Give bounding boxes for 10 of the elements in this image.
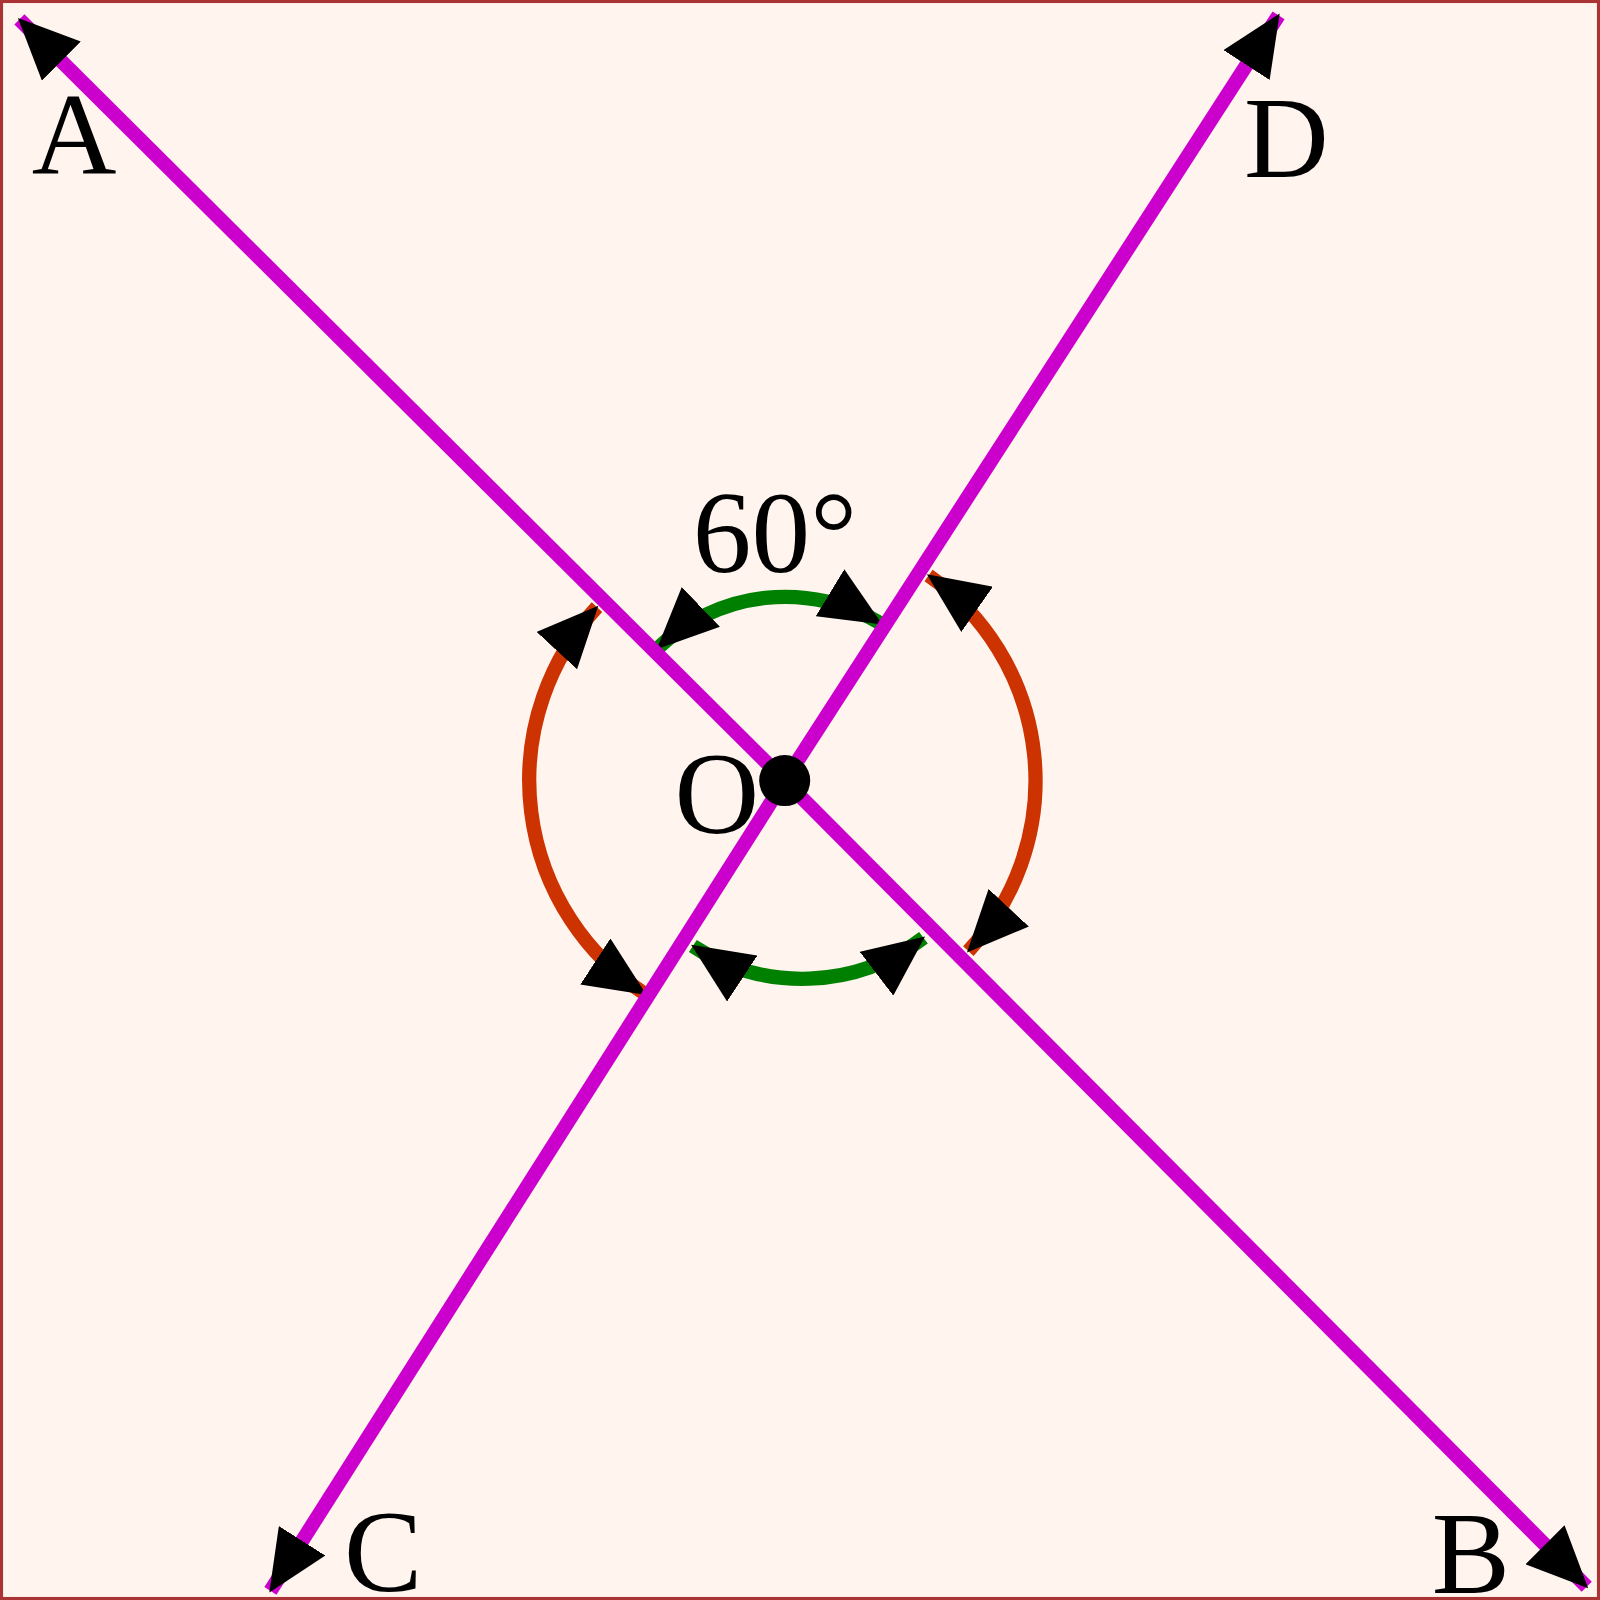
- point-label: D: [1243, 78, 1329, 196]
- point-label: A: [31, 76, 117, 194]
- point-label: C: [343, 1492, 423, 1597]
- arrow-line: [264, 797, 778, 1595]
- point-label: O: [674, 753, 760, 836]
- point-label: B: [1431, 1494, 1510, 1597]
- angle-label: 60°: [692, 474, 858, 592]
- arrow-line: [791, 11, 1285, 764]
- arrow-line: [796, 792, 1592, 1592]
- arrow-line: [14, 14, 773, 769]
